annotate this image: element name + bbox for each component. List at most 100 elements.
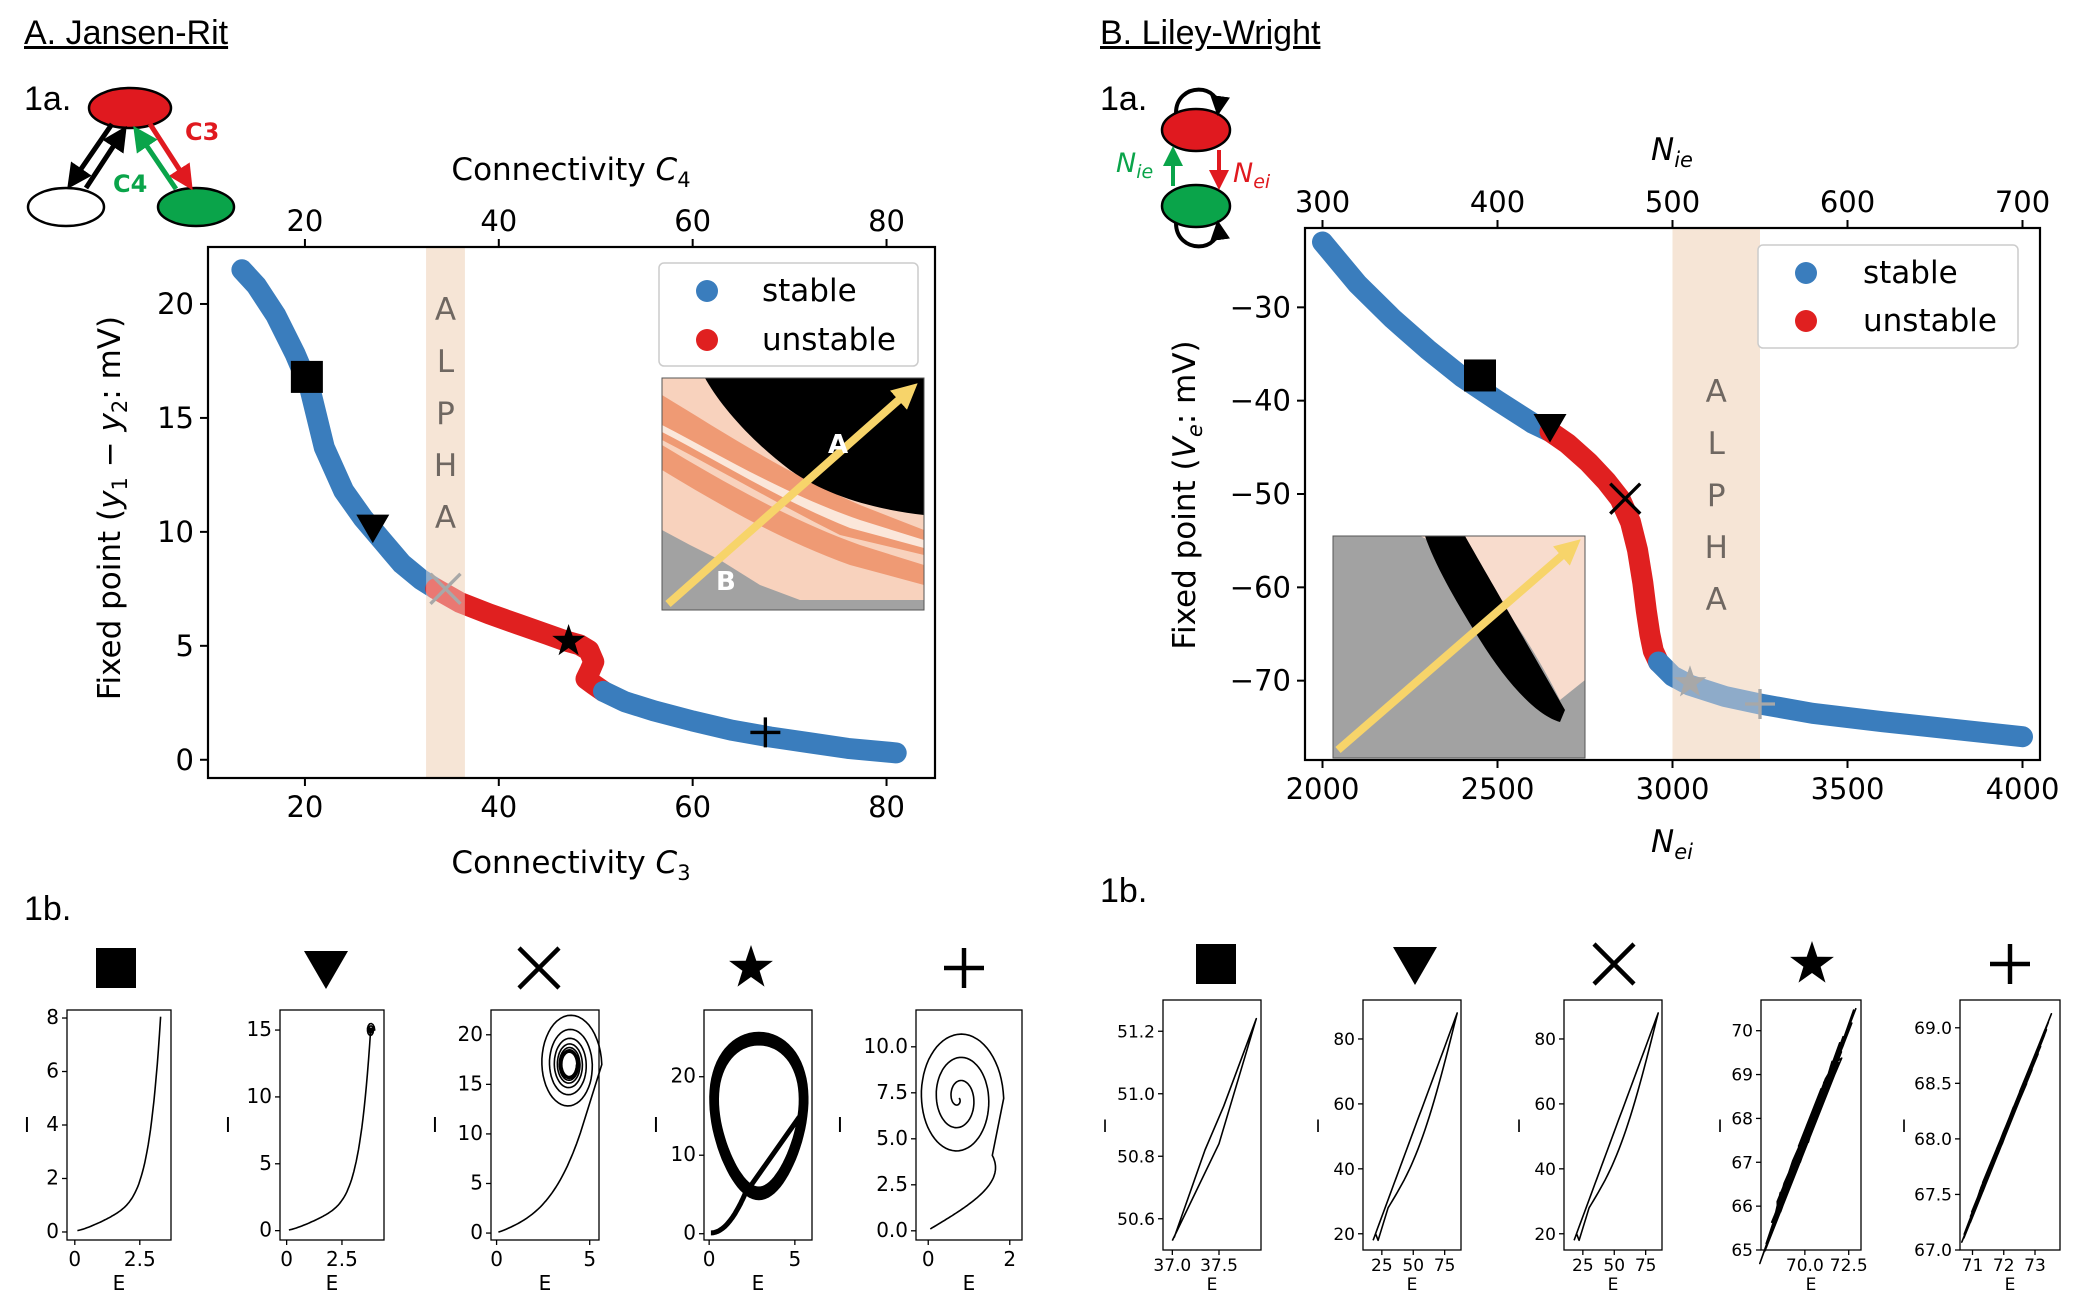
alpha-band-overlay <box>426 247 465 778</box>
y-tick-label: 20 <box>458 1022 483 1046</box>
portrait-frame <box>915 1009 1023 1241</box>
x-tick-label: 80 <box>868 790 905 824</box>
legend-box <box>658 262 919 367</box>
y-tick-label: 67 <box>1731 1153 1753 1173</box>
inset-light-band <box>662 425 924 548</box>
legend-box <box>1757 244 2019 349</box>
square-marker <box>1464 359 1496 392</box>
y-tick-label: 5 <box>259 1151 272 1175</box>
y-tick-label: 66 <box>1731 1197 1753 1217</box>
x-axis-label: E <box>752 1271 765 1295</box>
y-tick-label: 15 <box>157 401 194 435</box>
square-marker <box>96 948 136 988</box>
panel-b-1a-label: 1a. <box>1100 80 1148 118</box>
y-tick-label: 60 <box>1534 1095 1556 1115</box>
alpha-band-overlay <box>1672 228 1760 760</box>
y-tick-label: 5 <box>470 1170 483 1194</box>
y-tick-label: 0 <box>683 1221 696 1245</box>
c4-arrow <box>133 125 179 191</box>
y-tick-label: 10.0 <box>863 1034 908 1058</box>
x-tick-label: 5 <box>788 1247 801 1271</box>
alpha-letter: A <box>1706 374 1727 410</box>
x-axis-label: E <box>326 1271 339 1295</box>
inhibitory-self-loop <box>1174 220 1231 249</box>
x-tick-label: 37.0 <box>1153 1256 1191 1276</box>
inset-gray-region <box>662 530 924 610</box>
nie-label: Nie <box>1116 148 1153 183</box>
y-axis-label: I <box>837 1113 843 1137</box>
x-tick-label: 0 <box>922 1247 935 1271</box>
y-tick-label: 0 <box>259 1218 272 1242</box>
inset-black-region <box>1425 536 1565 722</box>
y-tick-label: −50 <box>1230 477 1291 511</box>
top-x-tick-label: 500 <box>1645 185 1700 219</box>
x-tick-label: 2 <box>1003 1247 1016 1271</box>
y-tick-label: 0.0 <box>876 1218 908 1242</box>
x-tick-label: 0 <box>490 1247 503 1271</box>
stable-segment <box>231 259 447 600</box>
y-axis-label: I <box>24 1113 30 1137</box>
y-tick-label: 50.8 <box>1117 1147 1155 1167</box>
y-axis-label: I <box>1717 1117 1722 1137</box>
y-tick-label: 5.0 <box>876 1126 908 1150</box>
x-tick-label: 0 <box>68 1247 81 1271</box>
stable-segment <box>1312 231 1561 442</box>
portrait-frame <box>1563 999 1663 1251</box>
alpha-letter: L <box>437 344 455 380</box>
plus-marker <box>750 717 781 748</box>
y-axis-label: I <box>1315 1117 1320 1137</box>
x-tick-label: 60 <box>674 790 711 824</box>
star-marker <box>552 624 585 656</box>
panel-b-1b-label: 1b. <box>1100 872 1148 910</box>
x-tick-label: 75 <box>1635 1256 1657 1276</box>
y-tick-label: 10 <box>157 515 194 549</box>
legend-unstable-label: unstable <box>1863 303 1997 339</box>
alpha-letter: A <box>1706 582 1727 618</box>
plus-marker <box>1990 944 2030 984</box>
y-tick-label: 20 <box>671 1064 696 1088</box>
y-tick-label: 15 <box>458 1071 483 1095</box>
stable-segment <box>593 680 907 764</box>
alpha-letter: H <box>1705 530 1728 566</box>
trajectory <box>1961 1013 2053 1243</box>
inset-frame <box>661 377 925 611</box>
y-tick-label: 80 <box>1333 1030 1355 1050</box>
y-tick-label: 2 <box>46 1165 59 1189</box>
alpha-letter: A <box>435 292 456 328</box>
top-axis-title: Connectivity C4 <box>451 152 690 192</box>
x-tick-label: 2.5 <box>124 1247 156 1271</box>
panel-a-1b-label: 1b. <box>24 890 72 928</box>
plus-marker <box>944 948 984 988</box>
y-axis-title: Fixed point (y1 − y2: mV) <box>92 316 132 700</box>
c3-label: C3 <box>185 118 219 146</box>
operating-point-markers <box>290 360 781 748</box>
x-marker <box>1592 942 1636 986</box>
x-tick-label: 75 <box>1434 1256 1456 1276</box>
jansen-rit-schematic: C3 C4 <box>26 86 236 228</box>
y-tick-label: 68 <box>1731 1109 1753 1129</box>
bottom-axis-title: Nei <box>1651 824 1693 864</box>
liley-wright-schematic: Nie Nei <box>1116 87 1271 249</box>
y-tick-label: 80 <box>1534 1030 1556 1050</box>
legend-stable-swatch <box>1795 262 1817 284</box>
y-tick-label: 10 <box>458 1121 483 1145</box>
x-tick-label: 2.5 <box>326 1247 358 1271</box>
inhibitory-population-node <box>156 186 236 228</box>
x-tick-label: 72.5 <box>1830 1256 1868 1276</box>
y-axis-label: I <box>225 1113 231 1137</box>
y-tick-label: 20 <box>1333 1225 1355 1245</box>
portrait-frame <box>66 1009 172 1241</box>
legend: stable unstable <box>1757 244 2019 349</box>
y-tick-label: 4 <box>46 1112 59 1136</box>
